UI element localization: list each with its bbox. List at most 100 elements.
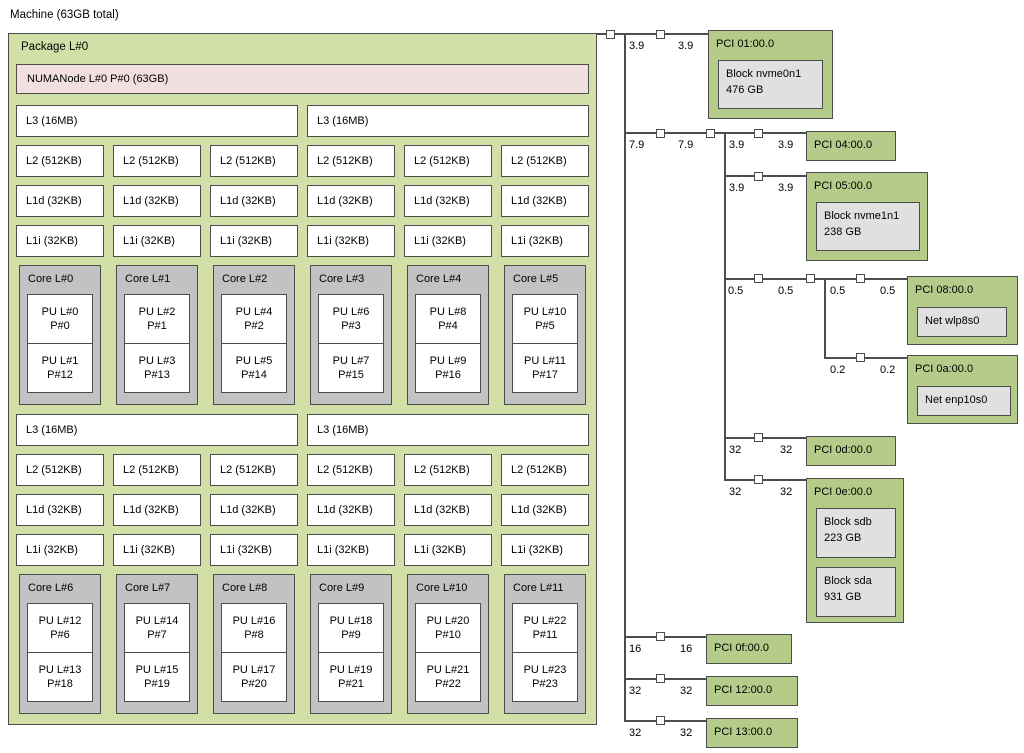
l1i-cache-box: L1i (32KB) <box>307 225 395 257</box>
pci-bridge-trunk-line <box>724 132 726 481</box>
pci-bridge-square <box>706 129 715 138</box>
l3-cache-box: L3 (16MB) <box>307 414 589 446</box>
pci-bridge-square <box>656 129 665 138</box>
l3-cache-row: L3 (16MB) L3 (16MB) <box>16 414 589 446</box>
pci-bridge-square <box>754 475 763 484</box>
numa-node-box: NUMANode L#0 P#0 (63GB) <box>16 64 589 94</box>
l1d-cache-box: L1d (32KB) <box>16 185 104 217</box>
link-speed-label: 32 <box>680 727 693 739</box>
link-speed-label: 3.9 <box>778 139 794 151</box>
l2-cache-box: L2 (512KB) <box>404 454 492 486</box>
pci-device-box-12: PCI 12:00.0 <box>706 676 798 706</box>
l2-cache-box: L2 (512KB) <box>210 145 298 177</box>
link-speed-label: 7.9 <box>629 139 645 151</box>
pci-device-box-0e: PCI 0e:00.0 Block sdb 223 GB Block sda 9… <box>806 478 904 623</box>
pci-bridge-square <box>806 274 815 283</box>
l1d-cache-row: L1d (32KB) L1d (32KB) L1d (32KB) L1d (32… <box>16 494 589 526</box>
pci-link-line <box>725 479 806 481</box>
l1i-cache-box: L1i (32KB) <box>210 225 298 257</box>
pci-bridge-square <box>656 632 665 641</box>
pci-link-line <box>625 720 706 722</box>
l1i-cache-box: L1i (32KB) <box>501 225 589 257</box>
l1i-cache-box: L1i (32KB) <box>404 534 492 566</box>
l1d-cache-box: L1d (32KB) <box>404 494 492 526</box>
l2-cache-row: L2 (512KB) L2 (512KB) L2 (512KB) L2 (512… <box>16 145 589 177</box>
pci-bridge-square <box>656 30 665 39</box>
link-speed-label: 0.5 <box>778 285 794 297</box>
l3-cache-row: L3 (16MB) L3 (16MB) <box>16 105 589 137</box>
pci-device-box-08: PCI 08:00.0 Net wlp8s0 <box>907 276 1018 345</box>
pci-bridge-square <box>754 274 763 283</box>
l3-cache-box: L3 (16MB) <box>16 105 298 137</box>
pci-device-box-0f: PCI 0f:00.0 <box>706 634 792 664</box>
l2-cache-box: L2 (512KB) <box>113 454 201 486</box>
machine-title: Machine (63GB total) <box>10 9 119 21</box>
pci-link-line <box>725 278 907 280</box>
pci-device-box-01: PCI 01:00.0 Block nvme0n1 476 GB <box>708 30 833 119</box>
l2-cache-box: L2 (512KB) <box>113 145 201 177</box>
pci-device-box-13: PCI 13:00.0 <box>706 718 798 748</box>
l1i-cache-box: L1i (32KB) <box>307 534 395 566</box>
pci-bridge-square <box>754 129 763 138</box>
net-device-box: Net enp10s0 <box>917 386 1011 416</box>
l2-cache-box: L2 (512KB) <box>16 145 104 177</box>
l1d-cache-box: L1d (32KB) <box>113 494 201 526</box>
pci-bridge-square <box>606 30 615 39</box>
l1d-cache-row: L1d (32KB) L1d (32KB) L1d (32KB) L1d (32… <box>16 185 589 217</box>
block-device-box: Block nvme0n1 476 GB <box>718 60 823 109</box>
link-speed-label: 16 <box>629 643 642 655</box>
pci-bridge-square <box>856 274 865 283</box>
block-device-box: Block sdb 223 GB <box>816 508 896 558</box>
block-device-box: Block nvme1n1 238 GB <box>816 202 920 251</box>
pci-bridge-trunk-line <box>824 278 826 359</box>
link-speed-label: 0.5 <box>830 285 846 297</box>
link-speed-label: 0.2 <box>880 364 896 376</box>
l1i-cache-box: L1i (32KB) <box>16 534 104 566</box>
package-box: Package L#0 NUMANode L#0 P#0 (63GB) L3 (… <box>8 33 597 725</box>
pci-link-line <box>597 33 708 35</box>
pci-link-line <box>625 678 706 680</box>
pci-bridge-square <box>656 674 665 683</box>
link-speed-label: 0.5 <box>880 285 896 297</box>
l2-cache-box: L2 (512KB) <box>404 145 492 177</box>
l1i-cache-box: L1i (32KB) <box>113 225 201 257</box>
l1d-cache-box: L1d (32KB) <box>501 494 589 526</box>
link-speed-label: 3.9 <box>729 139 745 151</box>
l2-cache-box: L2 (512KB) <box>210 454 298 486</box>
l1i-cache-row: L1i (32KB) L1i (32KB) L1i (32KB) L1i (32… <box>16 534 589 566</box>
package-label: Package L#0 <box>21 41 89 53</box>
link-speed-label: 32 <box>680 685 693 697</box>
l1d-cache-box: L1d (32KB) <box>16 494 104 526</box>
block-device-box: Block sda 931 GB <box>816 567 896 617</box>
link-speed-label: 32 <box>780 486 793 498</box>
l2-cache-box: L2 (512KB) <box>16 454 104 486</box>
link-speed-label: 0.5 <box>728 285 744 297</box>
link-speed-label: 16 <box>680 643 693 655</box>
link-speed-label: 7.9 <box>678 139 694 151</box>
link-speed-label: 3.9 <box>629 40 645 52</box>
l1i-cache-box: L1i (32KB) <box>501 534 589 566</box>
